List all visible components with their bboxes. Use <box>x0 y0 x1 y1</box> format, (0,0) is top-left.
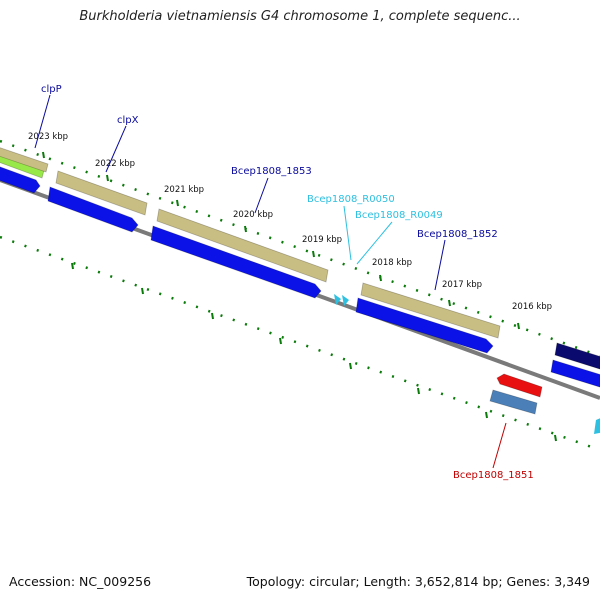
cds-feature-clpP[interactable] <box>0 165 41 194</box>
gene-feature-1852[interactable] <box>360 282 501 339</box>
major-tick <box>379 274 382 282</box>
gene-label-1853[interactable]: Bcep1808_1853 <box>231 166 312 177</box>
accession-text: Accession: NC_009256 <box>9 574 152 589</box>
tick-label-2020: 2020 kbp <box>233 210 273 220</box>
rna-feature-R0050[interactable] <box>334 294 341 305</box>
cds-feature-right[interactable] <box>550 359 600 388</box>
topology-text: Topology: circular; Length: 3,652,814 bp… <box>246 574 590 589</box>
rna-feature-R0049[interactable] <box>342 295 349 306</box>
leader-line-1853 <box>254 177 269 214</box>
steel-feature-1851[interactable] <box>489 389 538 415</box>
gene-label-R0050[interactable]: Bcep1808_R0050 <box>307 194 395 205</box>
leader-line-R0049 <box>356 221 393 265</box>
major-tick <box>106 174 109 182</box>
major-tick <box>554 434 557 442</box>
major-tick <box>244 225 247 233</box>
tick-label-2021: 2021 kbp <box>164 185 204 195</box>
major-tick <box>279 337 282 345</box>
major-tick <box>176 199 179 207</box>
major-tick <box>517 322 520 330</box>
major-ticks <box>42 151 557 442</box>
leader-lines <box>34 94 507 469</box>
cds-features <box>0 165 600 434</box>
major-tick <box>312 250 315 258</box>
cds-feature-1853[interactable] <box>150 225 322 299</box>
tick-label-2019: 2019 kbp <box>302 235 342 245</box>
major-tick <box>71 262 74 270</box>
major-tick <box>485 411 488 419</box>
major-tick <box>349 362 352 370</box>
gene-label-R0049[interactable]: Bcep1808_R0049 <box>355 210 443 221</box>
major-tick <box>141 287 144 295</box>
tick-label-2018: 2018 kbp <box>372 258 412 268</box>
cds-feature-1852[interactable] <box>355 297 494 354</box>
tick-label-2016: 2016 kbp <box>512 302 552 312</box>
leader-line-1852 <box>434 239 446 291</box>
gene-labels: clpP clpX Bcep1808_1853 Bcep1808_R0050 B… <box>41 84 534 481</box>
reverse-features <box>489 373 543 415</box>
major-tick <box>42 151 45 159</box>
gene-label-1852[interactable]: Bcep1808_1852 <box>417 229 498 240</box>
major-tick <box>211 312 214 320</box>
gene-features <box>0 146 600 370</box>
leader-line-clpX <box>105 125 127 173</box>
gene-feature-1853[interactable] <box>156 208 329 283</box>
cds-feature-clpX[interactable] <box>47 186 139 233</box>
gene-feature-clpX[interactable] <box>55 170 148 216</box>
tick-labels: 2023 kbp 2022 kbp 2021 kbp 2020 kbp 2019… <box>28 132 552 312</box>
gene-label-1851[interactable]: Bcep1808_1851 <box>453 470 534 481</box>
leader-line-clpP <box>34 94 51 149</box>
tick-label-2023: 2023 kbp <box>28 132 68 142</box>
major-tick <box>448 299 451 307</box>
cyan-feature-right[interactable] <box>594 416 600 434</box>
gene-feature-navy[interactable] <box>554 342 600 370</box>
map-title: Burkholderia vietnamiensis G4 chromosome… <box>79 9 521 24</box>
tick-label-2017: 2017 kbp <box>442 280 482 290</box>
leader-line-R0050 <box>343 205 352 261</box>
major-tick <box>417 387 420 395</box>
gene-feature-clpP[interactable] <box>0 146 49 173</box>
red-feature-1851[interactable] <box>496 373 543 398</box>
gene-label-clpX[interactable]: clpX <box>117 115 139 126</box>
leader-line-1851 <box>492 422 507 469</box>
gene-label-clpP[interactable]: clpP <box>41 84 62 95</box>
tick-label-2022: 2022 kbp <box>95 159 135 169</box>
